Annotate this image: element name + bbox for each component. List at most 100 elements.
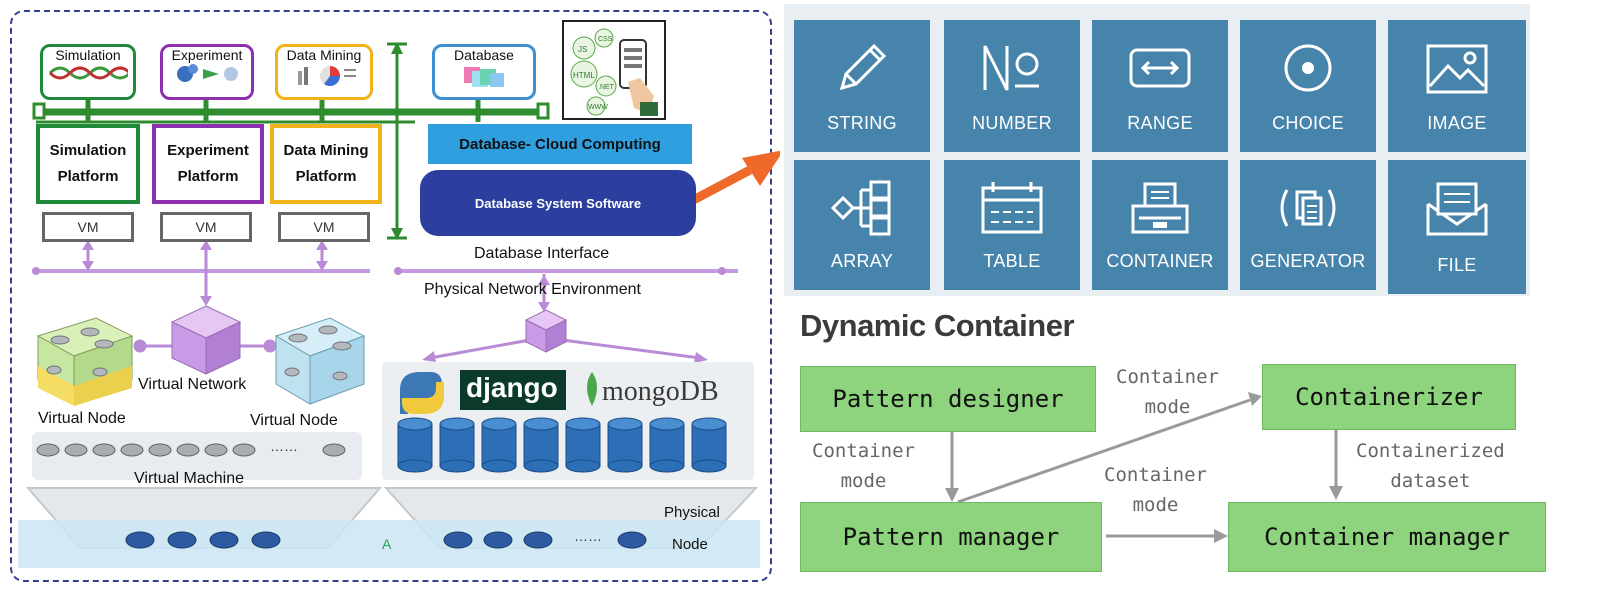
virtual-node-label-left: Virtual Node (38, 410, 126, 427)
architecture-panel (10, 10, 772, 582)
experiment-module: Experiment (160, 44, 254, 100)
physical-a-mark: A (382, 536, 392, 552)
database-module-label: Database (454, 47, 514, 63)
web-icon-js: JS (578, 45, 587, 54)
data-mining-platform-line2: Platform (295, 168, 357, 185)
type-label-generator: GENERATOR (1250, 251, 1366, 271)
virtual-machine-label: Virtual Machine (134, 470, 244, 487)
container-mode-line2: mode (840, 470, 887, 492)
web-tech-image: JS CSS HTML .NET WWW (562, 20, 666, 120)
physical-routers (125, 531, 647, 549)
container-icon (1131, 182, 1189, 234)
type-tile-generator: GENERATOR (1240, 160, 1376, 290)
database-cube (524, 309, 568, 353)
numero-icon (983, 45, 1039, 91)
type-tile-range: RANGE (1092, 20, 1228, 152)
envelope-icon (1426, 182, 1488, 236)
web-icon-css: CSS (598, 36, 613, 43)
pattern-designer-box: Pattern designer (800, 366, 1096, 432)
type-tile-number: NUMBER (944, 20, 1080, 152)
vm-routers (36, 443, 346, 457)
containerized-line1: Containerized (1356, 440, 1505, 462)
container-manager-label: Container manager (1264, 523, 1510, 551)
molecule-icon (177, 64, 238, 82)
db-system-label: Database System Software (474, 195, 642, 211)
type-label-number: NUMBER (972, 113, 1052, 133)
virtual-node-label-right: Virtual Node (250, 412, 338, 429)
container-mode-line2: mode (1144, 396, 1191, 418)
image-icon (1426, 44, 1488, 94)
pattern-manager-label: Pattern manager (842, 523, 1060, 551)
type-tile-choice: CHOICE (1240, 20, 1376, 152)
container-manager-box: Container manager (1228, 502, 1546, 572)
type-label-string: STRING (827, 113, 897, 133)
type-label-image: IMAGE (1427, 113, 1487, 133)
type-label-file: FILE (1437, 255, 1477, 275)
type-label-container: CONTAINER (1106, 251, 1214, 271)
type-tile-container: CONTAINER (1092, 160, 1228, 290)
vm-box-3: VM (278, 212, 370, 242)
database-module: Database (432, 44, 536, 100)
containerized-dataset-label: Containerized dataset (1356, 436, 1505, 496)
django-logo (460, 370, 566, 410)
pencil-icon (839, 43, 887, 91)
physical-node-label-2: Node (672, 536, 708, 553)
container-mode-label-top: Container mode (1116, 362, 1219, 422)
pattern-manager-box: Pattern manager (800, 502, 1102, 572)
radio-icon (1284, 44, 1332, 92)
experiment-platform-line1: Experiment (167, 142, 249, 159)
data-mining-module-label: Data Mining (286, 47, 362, 63)
container-mode-line1: Container (812, 440, 915, 462)
vm-label: VM (313, 219, 335, 235)
type-label-range: RANGE (1127, 113, 1193, 133)
simulation-module: Simulation (40, 44, 136, 100)
container-mode-line2: mode (1132, 494, 1179, 516)
web-technologies-icon: JS CSS HTML .NET WWW (570, 28, 658, 116)
database-cylinders (397, 417, 727, 473)
django-label: django (466, 372, 558, 403)
type-label-choice: CHOICE (1272, 113, 1344, 133)
data-mining-platform-line1: Data Mining (283, 142, 369, 159)
type-label-array: ARRAY (830, 251, 894, 271)
generator-icon (1280, 189, 1336, 227)
simulation-platform-line1: Simulation (49, 142, 127, 159)
node-graphics (36, 305, 727, 549)
containerized-line2: dataset (1390, 470, 1471, 492)
cloud-computing-label: Database- Cloud Computing (459, 135, 661, 153)
database-stack-icon (464, 67, 504, 87)
array-tree-icon (830, 180, 891, 236)
type-label-table: TABLE (983, 251, 1041, 271)
python-logo-icon (400, 372, 444, 414)
db-system-software: Database System Software (420, 170, 696, 236)
physical-ellipsis: …… (574, 528, 602, 544)
db-interface-label: Database Interface (474, 245, 610, 262)
vm-rail (32, 432, 362, 480)
vm-rail-ellipsis: …… (270, 438, 298, 454)
range-icon (1129, 48, 1191, 88)
web-icon-www: WWW (588, 104, 608, 111)
mongodb-leaf-icon (587, 372, 597, 406)
type-tile-array: ARRAY (794, 160, 930, 290)
type-tile-image: IMAGE (1388, 20, 1526, 152)
container-mode-line1: Container (1116, 366, 1219, 388)
simulation-platform-line2: Platform (57, 168, 119, 185)
arrow-manager-to-containerizer (957, 398, 1251, 504)
containerizer-label: Containerizer (1295, 383, 1483, 411)
flow-arrows (945, 392, 1343, 543)
pattern-designer-label: Pattern designer (832, 385, 1064, 413)
mongodb-label: mongoDB (602, 376, 719, 407)
table-icon (981, 182, 1043, 234)
cloud-computing-bar: Database- Cloud Computing (428, 124, 692, 164)
dna-icon (48, 66, 132, 80)
virtual-node-cluster-right (274, 317, 366, 405)
containerizer-box: Containerizer (1262, 364, 1516, 430)
type-tile-string: STRING (794, 20, 930, 152)
vm-label: VM (77, 219, 99, 235)
vm-label: VM (195, 219, 217, 235)
pie-chart-icon (298, 66, 356, 86)
web-icon-net: .NET (598, 84, 615, 91)
dynamic-container-title: Dynamic Container (800, 308, 1075, 343)
